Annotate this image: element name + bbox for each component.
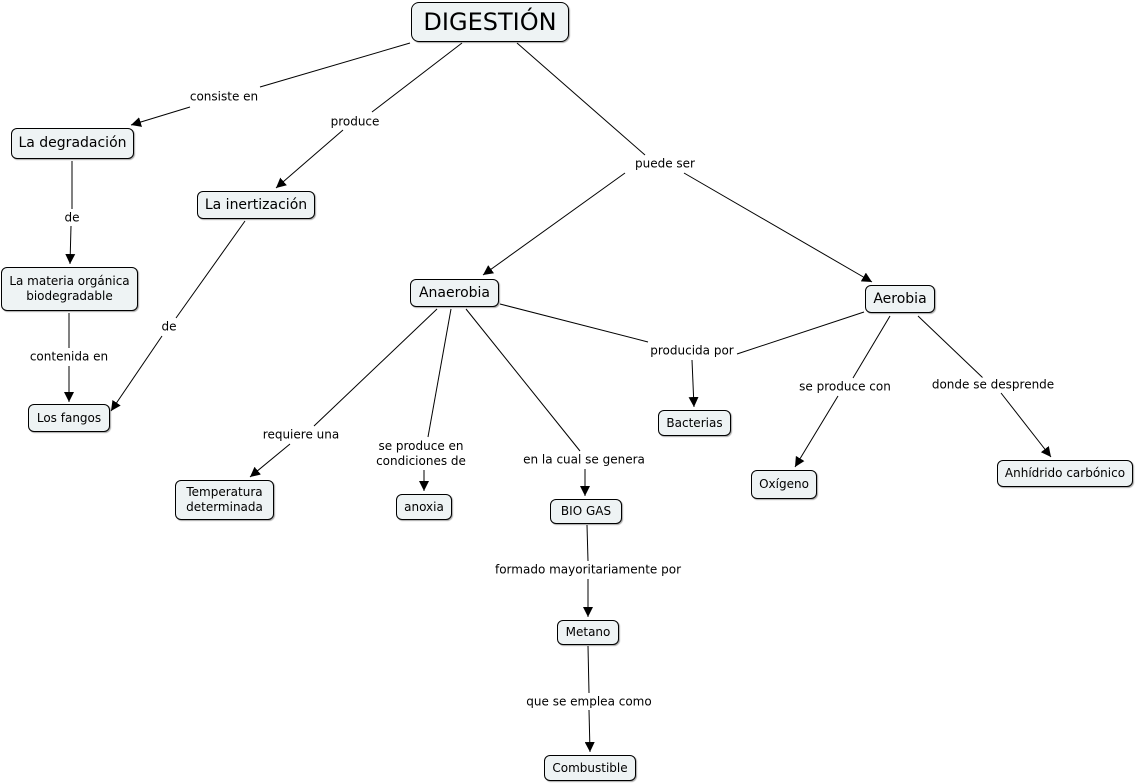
link-label-de-degradacion: de [62, 210, 82, 226]
line-root-puedeser [516, 42, 646, 156]
arrow-consiste-degradacion [130, 106, 191, 127]
link-label-formado-por: formado mayoritariamente por [492, 562, 684, 578]
arrow-producida-bacterias [688, 359, 699, 408]
arrow-seproducecon-oxigeno [794, 395, 839, 468]
node-los-fangos[interactable]: Los fangos [28, 404, 110, 432]
link-label-de-inertizacion: de [159, 319, 179, 335]
arrow-desprende-anhidrido [1000, 392, 1052, 458]
node-materia-organica[interactable]: La materia orgánica biodegradable [1, 267, 138, 311]
node-la-inertizacion[interactable]: La inertización [197, 191, 315, 219]
node-metano[interactable]: Metano [557, 620, 619, 645]
node-anhidrido-carbonico[interactable]: Anhídrido carbónico [997, 460, 1133, 487]
line-biogas-formado [586, 524, 589, 562]
line-aerobia-seproducecon [852, 315, 891, 379]
link-label-contenida-en: contenida en [27, 349, 111, 365]
node-bio-gas[interactable]: BIO GAS [550, 499, 622, 524]
arrow-puedeser-aerobia [683, 172, 873, 283]
node-digestion[interactable]: DIGESTIÓN [411, 2, 569, 42]
line-anaerobia-producida [499, 303, 649, 343]
node-bacterias[interactable]: Bacterias [658, 410, 731, 436]
link-label-requiere-una: requiere una [260, 427, 342, 443]
link-label-donde-se-desprende: donde se desprende [929, 377, 1057, 393]
link-label-se-produce-en: se produce en condiciones de [374, 439, 468, 469]
line-metano-emplea [587, 645, 590, 694]
node-aerobia[interactable]: Aerobia [865, 285, 935, 313]
arrow-emplea-combustible [584, 709, 595, 753]
link-label-consiste-en: consiste en [187, 89, 261, 105]
node-temperatura[interactable]: Temperatura determinada [175, 480, 274, 520]
arrow-requiere-temperatura [249, 443, 291, 478]
link-label-producida-por: producida por [648, 343, 736, 359]
line-anaerobia-enlacual [465, 308, 581, 452]
line-aerobia-producida [736, 311, 865, 355]
line-inertizacion-de [175, 220, 246, 319]
link-label-produce: produce [328, 114, 382, 130]
link-label-en-la-cual: en la cual se genera [521, 452, 647, 468]
line-aerobia-desprende [917, 315, 984, 379]
node-combustible[interactable]: Combustible [544, 755, 636, 781]
line-anaerobia-requiere [313, 308, 438, 427]
line-root-consiste [259, 42, 411, 88]
node-anaerobia[interactable]: Anaerobia [410, 279, 499, 307]
node-la-degradacion[interactable]: La degradación [11, 128, 134, 159]
link-label-que-se-emplea: que se emplea como [524, 694, 654, 710]
arrow-de-materia [65, 225, 76, 265]
link-label-se-produce-con: se produce con [797, 379, 893, 395]
link-label-puede-ser: puede ser [633, 156, 697, 172]
node-oxigeno[interactable]: Oxígeno [751, 470, 817, 499]
line-root-produce [371, 42, 463, 113]
arrow-produce-inertizacion [275, 129, 344, 189]
arrow-puedeser-anaerobia [482, 172, 626, 276]
arrow-de-fangos [110, 335, 163, 412]
line-anaerobia-seproduce [427, 308, 452, 438]
node-anoxia[interactable]: anoxia [396, 494, 452, 520]
